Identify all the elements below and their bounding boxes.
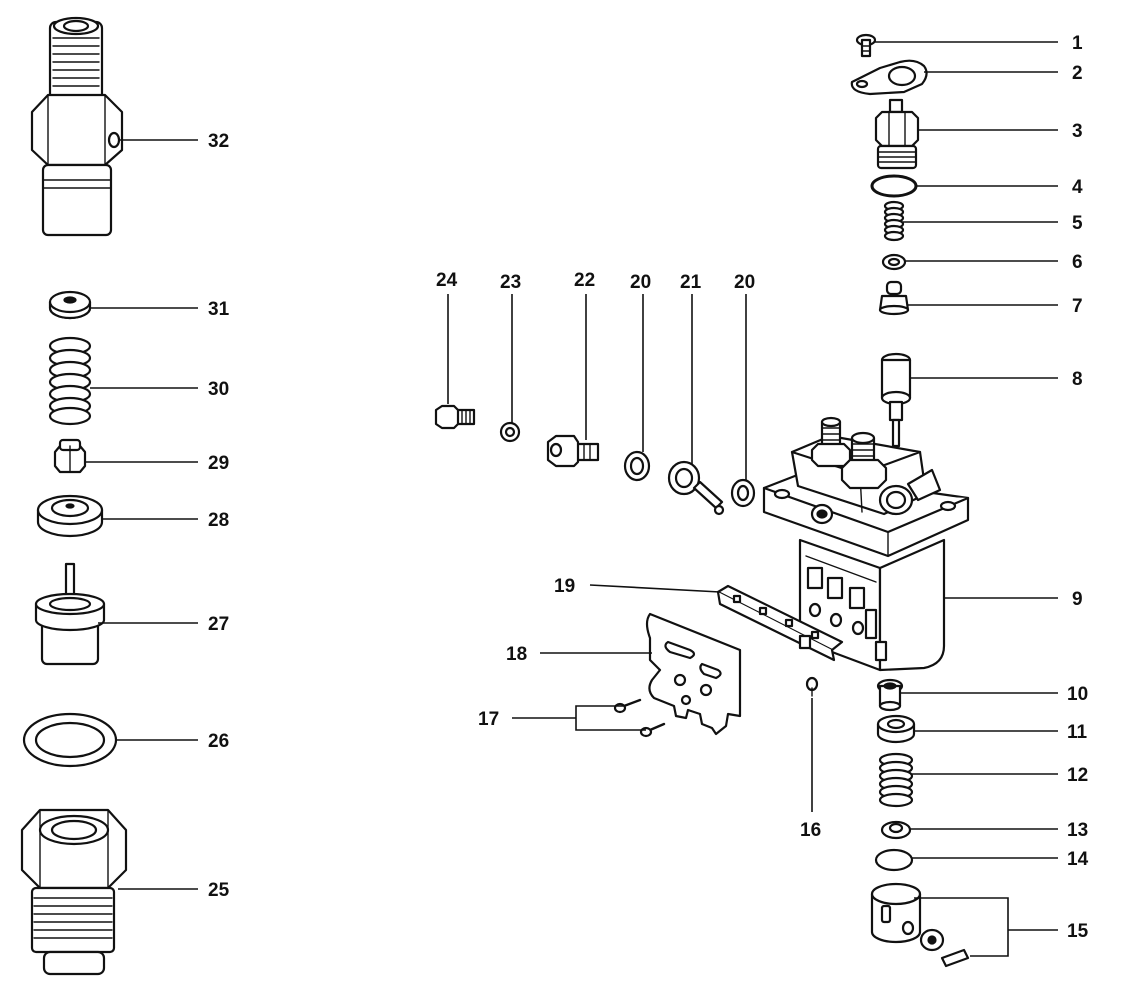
callout-27: 27: [208, 614, 229, 635]
part-19-control-rack: [716, 584, 844, 662]
callout-18: 18: [506, 644, 527, 665]
callout-31: 31: [208, 299, 230, 320]
part-3-valve-holder: [874, 98, 920, 170]
callout-19: 19: [554, 576, 575, 597]
part-20-washer-left: [623, 450, 651, 482]
callout-20-right: 20: [734, 272, 755, 293]
callout-2: 2: [1072, 63, 1083, 84]
part-7-delivery-valve: [878, 280, 910, 316]
callout-14: 14: [1067, 849, 1089, 870]
part-12-plunger-spring: [878, 752, 914, 808]
callout-30: 30: [208, 379, 229, 400]
part-24-bolt: [434, 404, 476, 430]
callout-24: 24: [436, 270, 458, 291]
part-27-plunger: [34, 562, 106, 666]
callout-numbers: 1 2 3 4 5 6 7 8 9 10 11 12 13 14 15 16 1…: [208, 33, 1089, 942]
part-31-washer: [48, 290, 92, 320]
callout-23: 23: [500, 272, 521, 293]
part-2-lock-plate: [850, 59, 928, 96]
callout-15: 15: [1067, 921, 1089, 942]
callout-8: 8: [1072, 369, 1083, 390]
part-18-cover-plate: [645, 612, 742, 736]
part-13-lower-seat: [880, 820, 912, 840]
part-29-cap-nut: [53, 438, 87, 474]
callout-3: 3: [1072, 121, 1083, 142]
callout-17: 17: [478, 709, 499, 730]
callout-1: 1: [1072, 33, 1083, 54]
part-28-spring-seat: [36, 494, 104, 538]
callout-6: 6: [1072, 252, 1083, 273]
callout-22: 22: [574, 270, 595, 291]
callout-26: 26: [208, 731, 229, 752]
callout-32: 32: [208, 131, 229, 152]
part-10-sleeve: [876, 678, 904, 712]
callout-16: 16: [800, 820, 821, 841]
part-4-o-ring: [870, 174, 918, 198]
part-11-spring-seat: [876, 714, 916, 744]
callout-5: 5: [1072, 213, 1083, 234]
part-14-shim: [874, 848, 914, 872]
callout-25: 25: [208, 880, 230, 901]
callout-28: 28: [208, 510, 229, 531]
part-5-spring: [883, 200, 905, 242]
part-22-banjo-bolt: [546, 434, 600, 468]
callout-21: 21: [680, 272, 702, 293]
part-21-banjo-fitting: [667, 460, 725, 516]
part-32-valve-holder: [30, 16, 124, 237]
part-23-washer: [499, 421, 521, 443]
part-15-tappet-assembly: [870, 882, 970, 968]
part-30-spring: [48, 336, 92, 426]
callout-20-left: 20: [630, 272, 651, 293]
callout-9: 9: [1072, 589, 1083, 610]
part-6-gasket: [881, 253, 907, 271]
part-25-hex-fitting: [20, 808, 128, 976]
callout-11: 11: [1067, 722, 1088, 743]
part-26-gasket: [22, 712, 118, 768]
callout-29: 29: [208, 453, 229, 474]
part-8-valve-seat: [880, 352, 912, 448]
callout-13: 13: [1067, 820, 1088, 841]
leader-lines: [85, 41, 1058, 957]
part-20-washer-right: [730, 478, 756, 508]
callout-12: 12: [1067, 765, 1088, 786]
callout-10: 10: [1067, 684, 1088, 705]
part-16-pin: [805, 676, 819, 697]
part-1-screw: [855, 33, 877, 58]
callout-7: 7: [1072, 296, 1083, 317]
callout-4: 4: [1072, 177, 1083, 198]
